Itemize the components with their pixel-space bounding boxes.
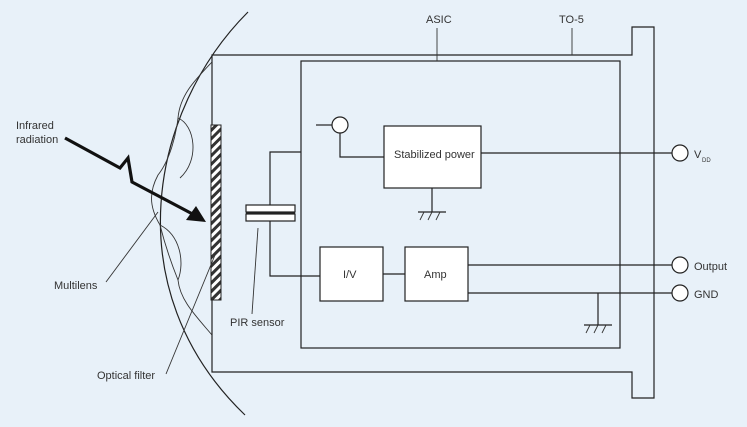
stabilized-power-label: Stabilized power xyxy=(394,149,475,161)
multilens-inner-bumps xyxy=(159,117,194,281)
gnd-label: GND xyxy=(694,289,719,301)
pir-sensor-top-plate xyxy=(245,204,296,213)
vdd-label: V xyxy=(694,149,702,161)
optical-filter-leader xyxy=(165,254,216,375)
vdd-subscript: DD xyxy=(702,158,711,164)
multilens-leader xyxy=(105,211,159,283)
pir-sensor-leader xyxy=(251,227,259,315)
optical-filter-label: Optical filter xyxy=(97,370,155,382)
infrared-label-line2: radiation xyxy=(16,134,58,146)
amp-ground-icon xyxy=(584,324,612,334)
optical-filter xyxy=(210,124,222,301)
pir-sensor-bottom-plate xyxy=(245,213,296,222)
multilens-label: Multilens xyxy=(54,280,98,292)
asic-label: ASIC xyxy=(426,14,452,26)
power-input-terminal xyxy=(331,116,349,134)
vdd-terminal xyxy=(671,144,689,162)
asic-block xyxy=(300,60,621,349)
power-ground-icon xyxy=(418,211,446,221)
output-terminal xyxy=(671,256,689,274)
multilens-inner-scallops xyxy=(151,61,213,336)
to5-package-outline xyxy=(211,26,655,399)
gnd-terminal xyxy=(671,284,689,302)
power-input-to-block xyxy=(339,133,384,158)
iv-block xyxy=(319,246,384,302)
amp-block xyxy=(404,246,469,302)
amp-label: Amp xyxy=(424,269,447,281)
infrared-label-line1: Infrared xyxy=(16,120,54,132)
iv-label: I/V xyxy=(343,269,357,281)
pir-top-wire xyxy=(269,151,301,205)
infrared-radiation-arrow xyxy=(64,136,201,220)
output-label: Output xyxy=(694,261,727,273)
to5-label: TO-5 xyxy=(559,14,584,26)
infrared-arrowhead xyxy=(186,206,206,222)
pir-sensor-label: PIR sensor xyxy=(230,317,285,329)
pir-bottom-wire xyxy=(269,221,320,277)
